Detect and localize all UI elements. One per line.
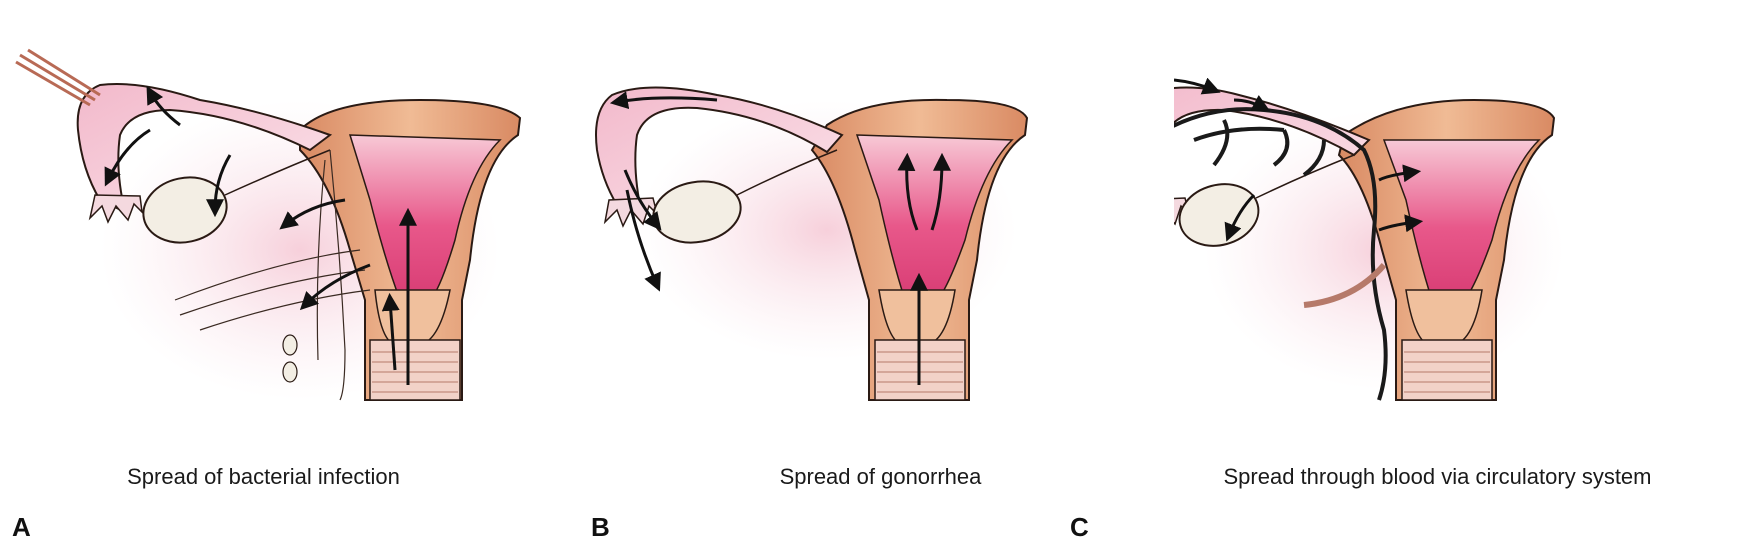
suspensory-ligament <box>15 48 101 107</box>
panel-label-a: A <box>12 512 31 542</box>
panel-label-b: B <box>591 512 610 542</box>
arrow-icon <box>104 85 417 385</box>
fimbriae <box>88 194 144 224</box>
uterus-diagram-c <box>1174 77 1564 401</box>
lymph-node <box>282 334 298 383</box>
uterus-diagram-a <box>15 48 522 401</box>
uterine-cavity <box>1382 139 1541 301</box>
caption-c: Spread through blood via circulatory sys… <box>1223 464 1652 489</box>
vaginal-rugae <box>372 351 458 393</box>
vessel-ureter <box>1303 263 1387 308</box>
caption-a: Spread of bacterial infection <box>127 464 400 489</box>
caption-b: Spread of gonorrhea <box>779 464 982 489</box>
lymph-vessels <box>174 149 371 401</box>
ovarian-ligament <box>736 149 838 196</box>
uterus-diagram-b <box>595 86 1029 401</box>
panel-label-c: C <box>1070 512 1089 542</box>
vagina-canal <box>369 339 461 401</box>
panel-c: Spread through blood via circulatory sys… <box>1070 0 1761 556</box>
ovary <box>142 176 228 244</box>
ovarian-ligament <box>224 149 331 196</box>
panel-a: Spread of bacterial infection A <box>0 0 587 556</box>
fallopian-tube <box>595 86 844 217</box>
arrow-icon <box>609 91 951 385</box>
uterine-cavity <box>348 134 502 301</box>
vagina-canal <box>1401 339 1493 401</box>
arrow-icon <box>1174 77 1424 242</box>
panel-b: Spread of gonorrhea B <box>587 0 1174 556</box>
vaginal-rugae <box>1404 351 1490 393</box>
fallopian-tube <box>76 83 333 214</box>
ovarian-ligament <box>1255 154 1355 199</box>
